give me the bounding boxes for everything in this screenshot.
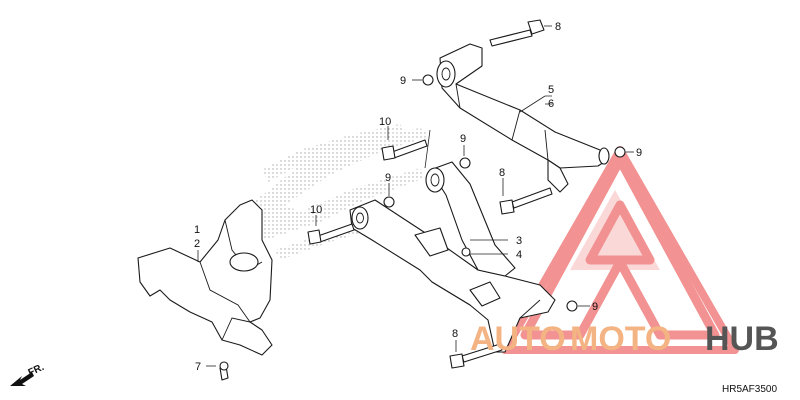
callout-8-bottom: 8 (452, 328, 458, 340)
bolt-8-bottom (449, 343, 503, 369)
callout-9-d: 9 (636, 147, 642, 159)
upper-arm-part (436, 43, 610, 193)
bolt-8-middle (499, 187, 553, 215)
callout-labels: 8 9 5 6 10 9 9 9 8 10 1 2 3 4 9 8 7 (194, 21, 642, 373)
watermark-text: AUTO MOTO HUB (470, 320, 779, 358)
nut-9-d (614, 146, 626, 158)
front-arrow: FR. (10, 362, 46, 386)
callout-10-b: 10 (310, 204, 322, 216)
bolt-7 (219, 361, 229, 381)
callout-9-e: 9 (592, 301, 598, 313)
diagram-code: HR5AF3500 (722, 384, 777, 395)
bolt-10-upper (381, 139, 428, 161)
callout-7: 7 (195, 361, 201, 373)
callout-8-top: 8 (555, 21, 561, 33)
callout-8-middle: 8 (499, 167, 505, 179)
watermark-part-moto: MOTO (570, 320, 671, 358)
callout-1: 1 (194, 224, 200, 236)
leader-lines (197, 25, 634, 367)
lower-arm-part (349, 161, 556, 353)
callout-2: 2 (194, 238, 200, 250)
callout-4: 4 (516, 249, 522, 261)
callout-10-a: 10 (379, 116, 391, 128)
watermark-triangle-logo (501, 146, 739, 354)
nut-9-c (383, 196, 395, 208)
callout-9-b: 9 (460, 133, 466, 145)
callout-9-c: 9 (385, 172, 391, 184)
nut-9-a (422, 74, 434, 86)
guard-part (137, 199, 273, 356)
bolt-8-top (489, 19, 545, 47)
nut-9-b (459, 157, 471, 169)
callout-6: 6 (548, 98, 554, 110)
watermark-part-hub: HUB (705, 320, 779, 358)
callout-9-a: 9 (400, 75, 406, 87)
watermark-part-auto: AUTO (470, 320, 566, 358)
nut-small (461, 247, 471, 257)
callout-3: 3 (516, 235, 522, 247)
front-arrow-label: FR. (27, 362, 46, 379)
bolt-10-lower (307, 223, 355, 245)
callout-5: 5 (548, 84, 554, 96)
nut-9-e (566, 300, 578, 312)
